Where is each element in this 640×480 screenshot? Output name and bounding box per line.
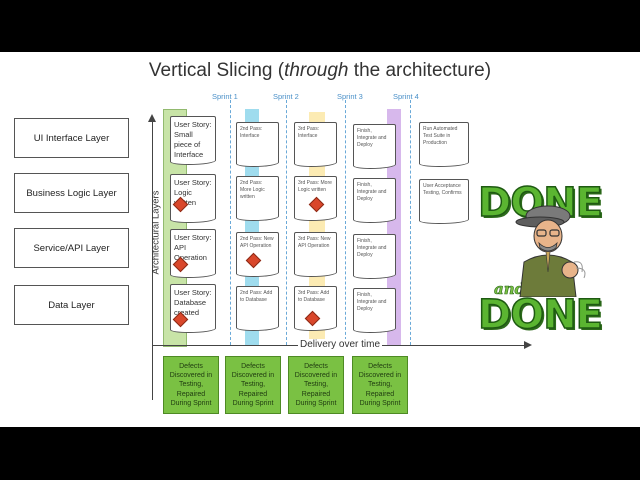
story-card-logic: User Story: Logic written	[170, 174, 216, 223]
finish-card: Finish, Integrate and Deploy	[353, 288, 396, 333]
done-badge-bottom: DONE	[477, 291, 604, 339]
defect-box-sprint-3: Defects Discovered in Testing, Repaired …	[288, 356, 344, 414]
third-pass-card: 3rd Pass: Interface	[294, 122, 337, 167]
defect-box-sprint-1: Defects Discovered in Testing, Repaired …	[163, 356, 219, 414]
production-test-card: Run Automated Test Suite in Production	[419, 122, 469, 167]
finish-card: Finish, Integrate and Deploy	[353, 124, 396, 169]
acceptance-test-card: User Acceptance Testing, Confirms	[419, 179, 469, 224]
third-pass-card: 3rd Pass: Add to Database	[294, 286, 337, 331]
x-axis-arrow	[524, 341, 532, 349]
x-axis-label: Delivery over time	[298, 339, 383, 350]
second-pass-card: 2nd Pass: Interface	[236, 122, 279, 167]
finish-card: Finish, Integrate and Deploy	[353, 234, 396, 279]
layer-data-box: Data Layer	[14, 285, 129, 325]
layer-ui-box: UI Interface Layer	[14, 118, 129, 158]
sprint-separator	[286, 100, 287, 345]
story-card-ui: User Story: Small piece of Interface	[170, 116, 216, 165]
slice-band-purple	[387, 109, 401, 345]
sprint-4-label: Sprint 4	[393, 92, 419, 101]
and-badge: and	[494, 280, 526, 299]
third-pass-card: 3rd Pass: More Logic written	[294, 176, 337, 221]
third-pass-card: 3rd Pass: New API Operation	[294, 232, 337, 277]
sprint-separator	[230, 100, 231, 345]
second-pass-card: 2nd Pass: More Logic written	[236, 176, 279, 221]
slide-title: Vertical Slicing (through the architectu…	[148, 60, 492, 81]
slide: Vertical Slicing (through the architectu…	[0, 52, 640, 427]
y-axis	[152, 120, 153, 400]
second-pass-card: 2nd Pass: Add to Database	[236, 286, 279, 331]
layer-business-logic-box: Business Logic Layer	[14, 173, 129, 213]
y-axis-label: Architectural Layers	[150, 190, 162, 275]
cartoon-man-icon	[515, 205, 586, 297]
sprint-separator	[345, 100, 346, 345]
defect-box-sprint-4: Defects Discovered in Testing, Repaired …	[352, 356, 408, 414]
sprint-separator	[410, 100, 411, 345]
story-card-database: User Story: Database created	[170, 284, 216, 333]
defect-box-sprint-2: Defects Discovered in Testing, Repaired …	[225, 356, 281, 414]
y-axis-arrow	[148, 114, 156, 122]
sprint-1-label: Sprint 1	[212, 92, 238, 101]
sprint-3-label: Sprint 3	[337, 92, 363, 101]
layer-service-api-box: Service/API Layer	[14, 228, 129, 268]
second-pass-card: 2nd Pass: New API Operation	[236, 232, 279, 277]
finish-card: Finish, Integrate and Deploy	[353, 178, 396, 223]
sprint-2-label: Sprint 2	[273, 92, 299, 101]
title-emphasis: through	[284, 60, 349, 81]
